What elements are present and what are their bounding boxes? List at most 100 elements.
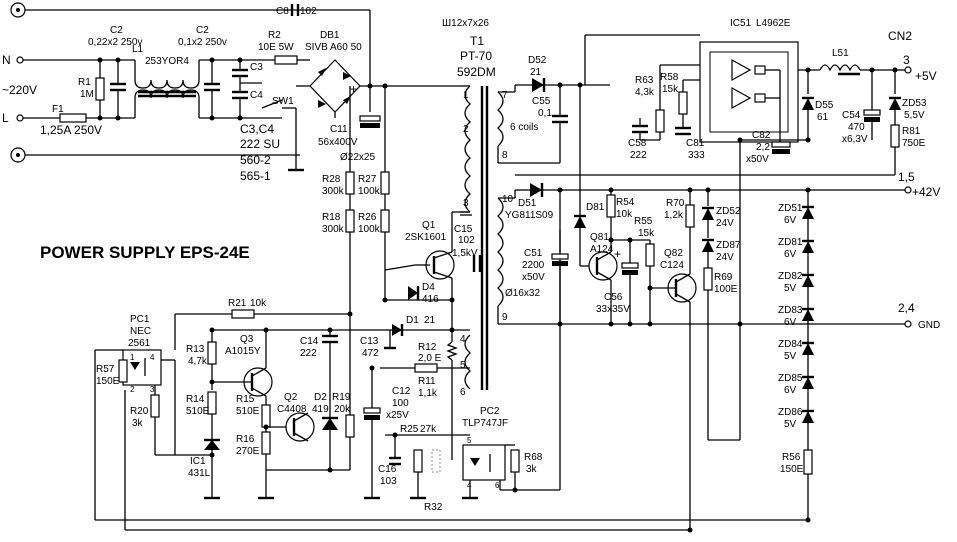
d4-ref: D4 xyxy=(422,282,435,293)
r56-ref: R56 xyxy=(782,452,801,463)
t1-pin-9: 9 xyxy=(502,312,508,323)
resistor-r70 xyxy=(685,204,695,228)
resistor-r54 xyxy=(606,194,616,218)
r21-ref: R21 xyxy=(228,298,247,309)
resistor-r16 xyxy=(261,431,271,455)
out5-label: +5V xyxy=(915,69,937,83)
r55-value: 15k xyxy=(638,228,655,239)
q81-value: A124 xyxy=(590,244,614,255)
zener-zd83 xyxy=(802,309,814,321)
q2-ref: Q2 xyxy=(284,392,298,403)
c56-ref: C56 xyxy=(604,292,623,303)
c14-value: 222 xyxy=(300,348,317,359)
c15-value: 102 xyxy=(458,235,475,246)
r25-value: 27k xyxy=(420,424,437,435)
r2-ref: R2 xyxy=(268,30,281,41)
gnd-pin: 2,4 xyxy=(898,301,915,315)
c3-ref: C3 xyxy=(250,62,263,73)
t1-core: Ш12x7x26 xyxy=(442,18,489,29)
c16-value: 103 xyxy=(380,476,397,487)
zener-ref-2: ZD81 xyxy=(778,237,803,248)
zener-ref-6: ZD85 xyxy=(778,373,803,384)
gnd-label: GND xyxy=(918,320,940,331)
r19-value: 20k xyxy=(334,404,351,415)
r20-ref: R20 xyxy=(130,406,149,417)
resistor-r20 xyxy=(150,394,160,418)
resistor-r11 xyxy=(414,363,438,373)
d55-ref: D55 xyxy=(815,100,834,111)
out5-pin: 3 xyxy=(903,53,910,67)
t1-size: Ø16x32 xyxy=(505,288,540,299)
transformer-t1: Ш12x7x26 T1 PT-70 592DM 1 2 3 4 5 6 7 8 … xyxy=(442,18,540,398)
diode-d55 xyxy=(802,98,814,110)
sw1-ref: SW1 xyxy=(272,96,294,107)
ic1-ref: IC1 xyxy=(190,456,206,467)
resistor-r2 xyxy=(274,55,298,65)
resistor-r13 xyxy=(207,341,217,365)
c55-ref: C55 xyxy=(532,96,551,107)
d1-value: 21 xyxy=(424,315,436,326)
zener-ref-1: ZD51 xyxy=(778,203,803,214)
r12-ref: R12 xyxy=(418,342,437,353)
c51-ref: C51 xyxy=(524,248,543,259)
q3-ref: Q3 xyxy=(240,334,254,345)
db1-ref: DB1 xyxy=(320,30,340,41)
earth-terminal-top xyxy=(10,2,370,18)
capacitor-c54 xyxy=(863,109,881,116)
c15-ref: C15 xyxy=(454,224,473,235)
zener-zd51 xyxy=(802,207,814,219)
d1-ref: D1 xyxy=(406,315,419,326)
resistor-r81 xyxy=(890,124,900,148)
d2-value: 419 xyxy=(312,404,329,415)
capacitor-c11 xyxy=(359,115,381,122)
d51-value: YG811S09 xyxy=(505,210,554,221)
c15-rating: 1,5kV xyxy=(452,248,478,259)
resistor-r12 xyxy=(446,341,458,361)
inductor-l51 xyxy=(819,64,861,72)
pc1-ref: PC1 xyxy=(130,314,150,325)
diode-d1 xyxy=(392,324,402,336)
c11-value: 56x400V xyxy=(318,137,358,148)
c56-plus: + xyxy=(614,247,621,261)
q3-value: A1015Y xyxy=(225,346,261,357)
r54-value: 10k xyxy=(616,209,633,220)
optocoupler-pc1 xyxy=(122,349,162,386)
secondary-section: D52 21 C55 0,1 D51 YG811S09 C51 2200 x50… xyxy=(497,55,905,530)
diode-d4 xyxy=(408,286,418,300)
n-label: N xyxy=(2,53,11,67)
r28-ref: R28 xyxy=(322,174,341,185)
pc1-part: 2561 xyxy=(128,338,151,349)
c13-ref: C13 xyxy=(360,336,379,347)
capacitor-c12 xyxy=(363,407,381,414)
resistor-r56 xyxy=(803,449,813,475)
c12-rating: x25V xyxy=(386,410,409,421)
t1-coils: 6 coils xyxy=(510,122,538,133)
c56-value: 33x35V xyxy=(596,304,630,315)
out42-pin: 1,5 xyxy=(898,170,915,184)
r68-ref: R68 xyxy=(524,452,543,463)
zener-value-2: 6V xyxy=(784,249,797,260)
pc2-part: TLP747JF xyxy=(462,418,508,429)
resistor-r69 xyxy=(703,267,713,291)
r25-ref: R25 xyxy=(400,424,419,435)
resistor-r63 xyxy=(655,109,665,133)
zd53-value: 5,5V xyxy=(904,110,925,121)
zener-value-6: 6V xyxy=(784,385,797,396)
r14-ref: R14 xyxy=(186,394,205,405)
c14-ref: C14 xyxy=(300,336,319,347)
diode-d51 xyxy=(530,183,542,197)
c58-value: 222 xyxy=(630,150,647,161)
cn2-ref: CN2 xyxy=(888,29,912,43)
pc2-pin-6: 6 xyxy=(495,481,500,490)
diode-d2 xyxy=(322,418,338,430)
d55-value: 61 xyxy=(817,112,829,123)
t1-code: 592DM xyxy=(457,65,496,79)
r57-value: 150E xyxy=(96,376,120,387)
t1-ref: T1 xyxy=(470,34,484,48)
out42-label: +42V xyxy=(912,185,940,199)
c11-ref: C11 xyxy=(330,124,348,135)
terminal-5v xyxy=(904,66,912,74)
db1-value: SIVB A60 50 xyxy=(305,42,362,53)
diode-d52 xyxy=(532,78,544,92)
terminal-42v xyxy=(904,186,912,194)
